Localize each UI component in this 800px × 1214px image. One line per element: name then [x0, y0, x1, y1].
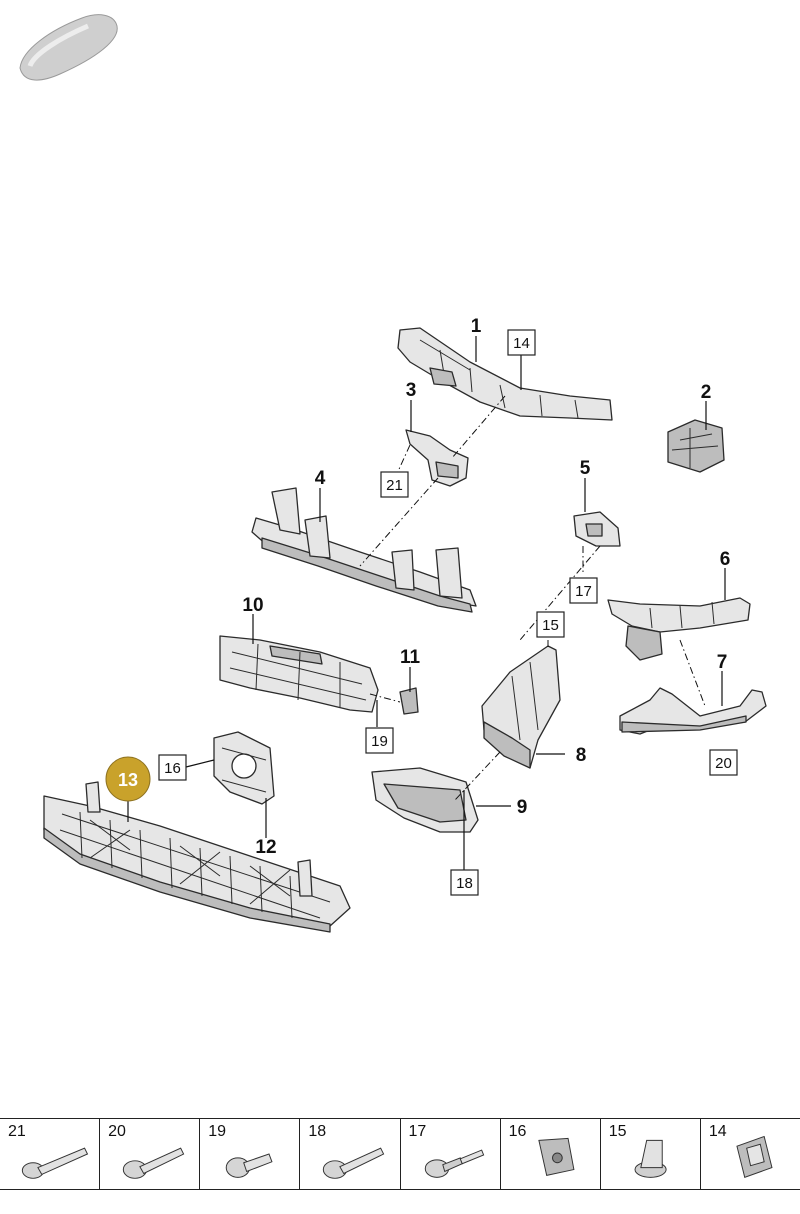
callout-8[interactable]: 8	[576, 745, 587, 766]
part-7-curved-rail	[619, 687, 767, 735]
callout-7[interactable]: 7	[717, 652, 728, 673]
bolt-flange-icon	[122, 1147, 185, 1179]
callout-1[interactable]: 1	[471, 316, 482, 337]
svg-text:18: 18	[456, 875, 473, 892]
hardware-number: 18	[308, 1123, 327, 1140]
part-10-air-guide	[219, 635, 379, 713]
part-12-bracket-frame	[213, 731, 275, 805]
callout-labels: 1 2 3 4 5 6 7 8 9 10 11 12	[242, 316, 730, 858]
callout-9[interactable]: 9	[517, 797, 528, 818]
hardware-number: 20	[108, 1123, 126, 1140]
callout-6[interactable]: 6	[720, 549, 731, 570]
hardware-cell-20[interactable]: 20	[99, 1119, 199, 1189]
boxed-callout-20[interactable]: 20	[709, 749, 738, 776]
part-3-mount-bracket	[405, 429, 469, 487]
part-5-small-bracket	[573, 511, 621, 547]
callout-10[interactable]: 10	[242, 595, 263, 616]
boxed-callout-17[interactable]: 17	[569, 577, 598, 604]
hardware-cell-15[interactable]: 15	[599, 1119, 700, 1189]
callout-2[interactable]: 2	[701, 382, 712, 403]
bolt-flange-long-icon	[21, 1147, 89, 1179]
hardware-number: 19	[208, 1123, 227, 1140]
svg-text:17: 17	[575, 583, 592, 600]
hardware-cell-14[interactable]: 14	[699, 1119, 800, 1189]
clip-nut-square-icon	[736, 1135, 773, 1178]
spreader-nut-icon	[634, 1139, 667, 1178]
svg-text:15: 15	[542, 617, 559, 634]
callout-13[interactable]: 13	[118, 770, 138, 790]
hardware-number: 14	[708, 1123, 727, 1140]
screw-short-icon	[225, 1153, 273, 1178]
svg-text:16: 16	[164, 760, 181, 777]
part-4-cross-member	[251, 487, 477, 613]
part-13-grille-carrier	[43, 781, 351, 933]
highlight-circle[interactable]	[105, 756, 151, 802]
callout-5[interactable]: 5	[580, 458, 591, 479]
hardware-number: 16	[508, 1123, 527, 1140]
hardware-number: 17	[408, 1123, 427, 1140]
part-2-bracket	[667, 419, 725, 473]
part-1-upper-carrier	[397, 327, 613, 421]
vehicle-silhouette-icon	[19, 14, 118, 81]
hardware-cell-17[interactable]: 17	[399, 1119, 500, 1189]
boxed-callouts: 14 21 17 15 19 20 16 18	[158, 329, 738, 896]
part-11-clip	[399, 687, 419, 715]
part-6-right-bracket	[607, 597, 751, 661]
svg-text:20: 20	[715, 755, 732, 772]
hardware-cell-21[interactable]: 21	[0, 1119, 99, 1189]
part-8-air-duct	[481, 645, 561, 769]
stud-bolt-icon	[424, 1149, 484, 1178]
hardware-cell-19[interactable]: 19	[199, 1119, 299, 1189]
boxed-callout-19[interactable]: 19	[365, 727, 394, 754]
boxed-callout-18[interactable]: 18	[450, 869, 479, 896]
svg-text:21: 21	[386, 477, 403, 494]
callout-3[interactable]: 3	[406, 380, 417, 401]
callout-12[interactable]: 12	[255, 837, 276, 858]
boxed-callout-21[interactable]: 21	[380, 471, 409, 498]
hardware-number: 21	[8, 1123, 26, 1140]
callout-13-highlighted[interactable]: 13	[105, 756, 151, 802]
hardware-cell-16[interactable]: 16	[499, 1119, 600, 1189]
callout-11[interactable]: 11	[400, 647, 421, 668]
boxed-callout-14[interactable]: 14	[507, 329, 536, 356]
part-9-lower-duct	[371, 767, 479, 833]
boxed-callout-15[interactable]: 15	[536, 611, 565, 638]
leader-lines	[127, 336, 726, 870]
callout-4[interactable]: 4	[315, 468, 326, 489]
hardware-parts-table: 21 20 19 18 17 16	[0, 1118, 800, 1190]
svg-text:19: 19	[371, 733, 388, 750]
svg-text:14: 14	[513, 335, 530, 352]
boxed-callout-16[interactable]: 16	[158, 754, 187, 781]
clip-nut-icon	[537, 1137, 575, 1176]
hardware-number: 15	[608, 1123, 627, 1140]
hardware-cell-18[interactable]: 18	[299, 1119, 399, 1189]
bolt-flange-icon	[323, 1147, 385, 1179]
